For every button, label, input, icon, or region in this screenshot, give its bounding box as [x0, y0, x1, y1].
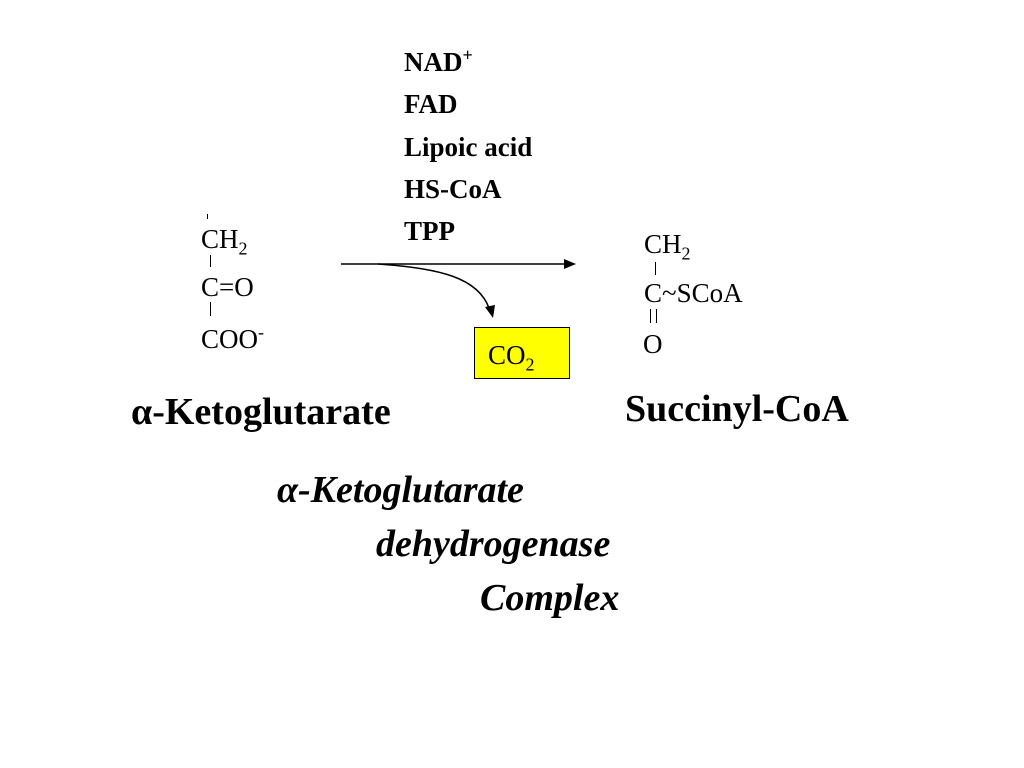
- cofactor-nad: NAD+: [404, 45, 473, 77]
- main-arrowhead: [564, 259, 576, 269]
- co2-arrowhead: [485, 305, 495, 318]
- product-name: Succinyl-CoA: [625, 388, 849, 430]
- product-ch2: CH2: [644, 229, 691, 264]
- enzyme-name-line-1: α-Ketoglutarate: [277, 469, 524, 511]
- substrate-carboxyl: COO-: [201, 322, 265, 354]
- product-double-bond-right: [656, 309, 657, 323]
- substrate-bond-2: [210, 302, 211, 316]
- substrate-top-bond: [207, 214, 208, 219]
- cofactor-hs-coa: HS-CoA: [404, 174, 502, 204]
- product-bond-1: [655, 262, 656, 275]
- substrate-bond-1: [210, 255, 211, 267]
- enzyme-name-line-2: dehydrogenase: [376, 523, 611, 565]
- cofactor-lipoic-acid: Lipoic acid: [404, 132, 533, 162]
- substrate-carbonyl: C=O: [201, 272, 254, 302]
- substrate-name: α-Ketoglutarate: [131, 391, 391, 433]
- product-thioester: C~SCoA: [644, 278, 743, 308]
- enzyme-name-line-3: Complex: [480, 577, 620, 619]
- cofactor-fad: FAD: [404, 89, 458, 119]
- cofactor-tpp: TPP: [404, 216, 455, 246]
- co2-label: CO2: [488, 340, 535, 375]
- co2-box: CO2: [474, 327, 570, 379]
- substrate-ch2: CH2: [201, 224, 248, 259]
- nad-charge: +: [462, 45, 473, 65]
- product-oxygen: O: [643, 329, 663, 359]
- product-double-bond-left: [650, 309, 651, 323]
- co2-release-arrow: [377, 263, 490, 309]
